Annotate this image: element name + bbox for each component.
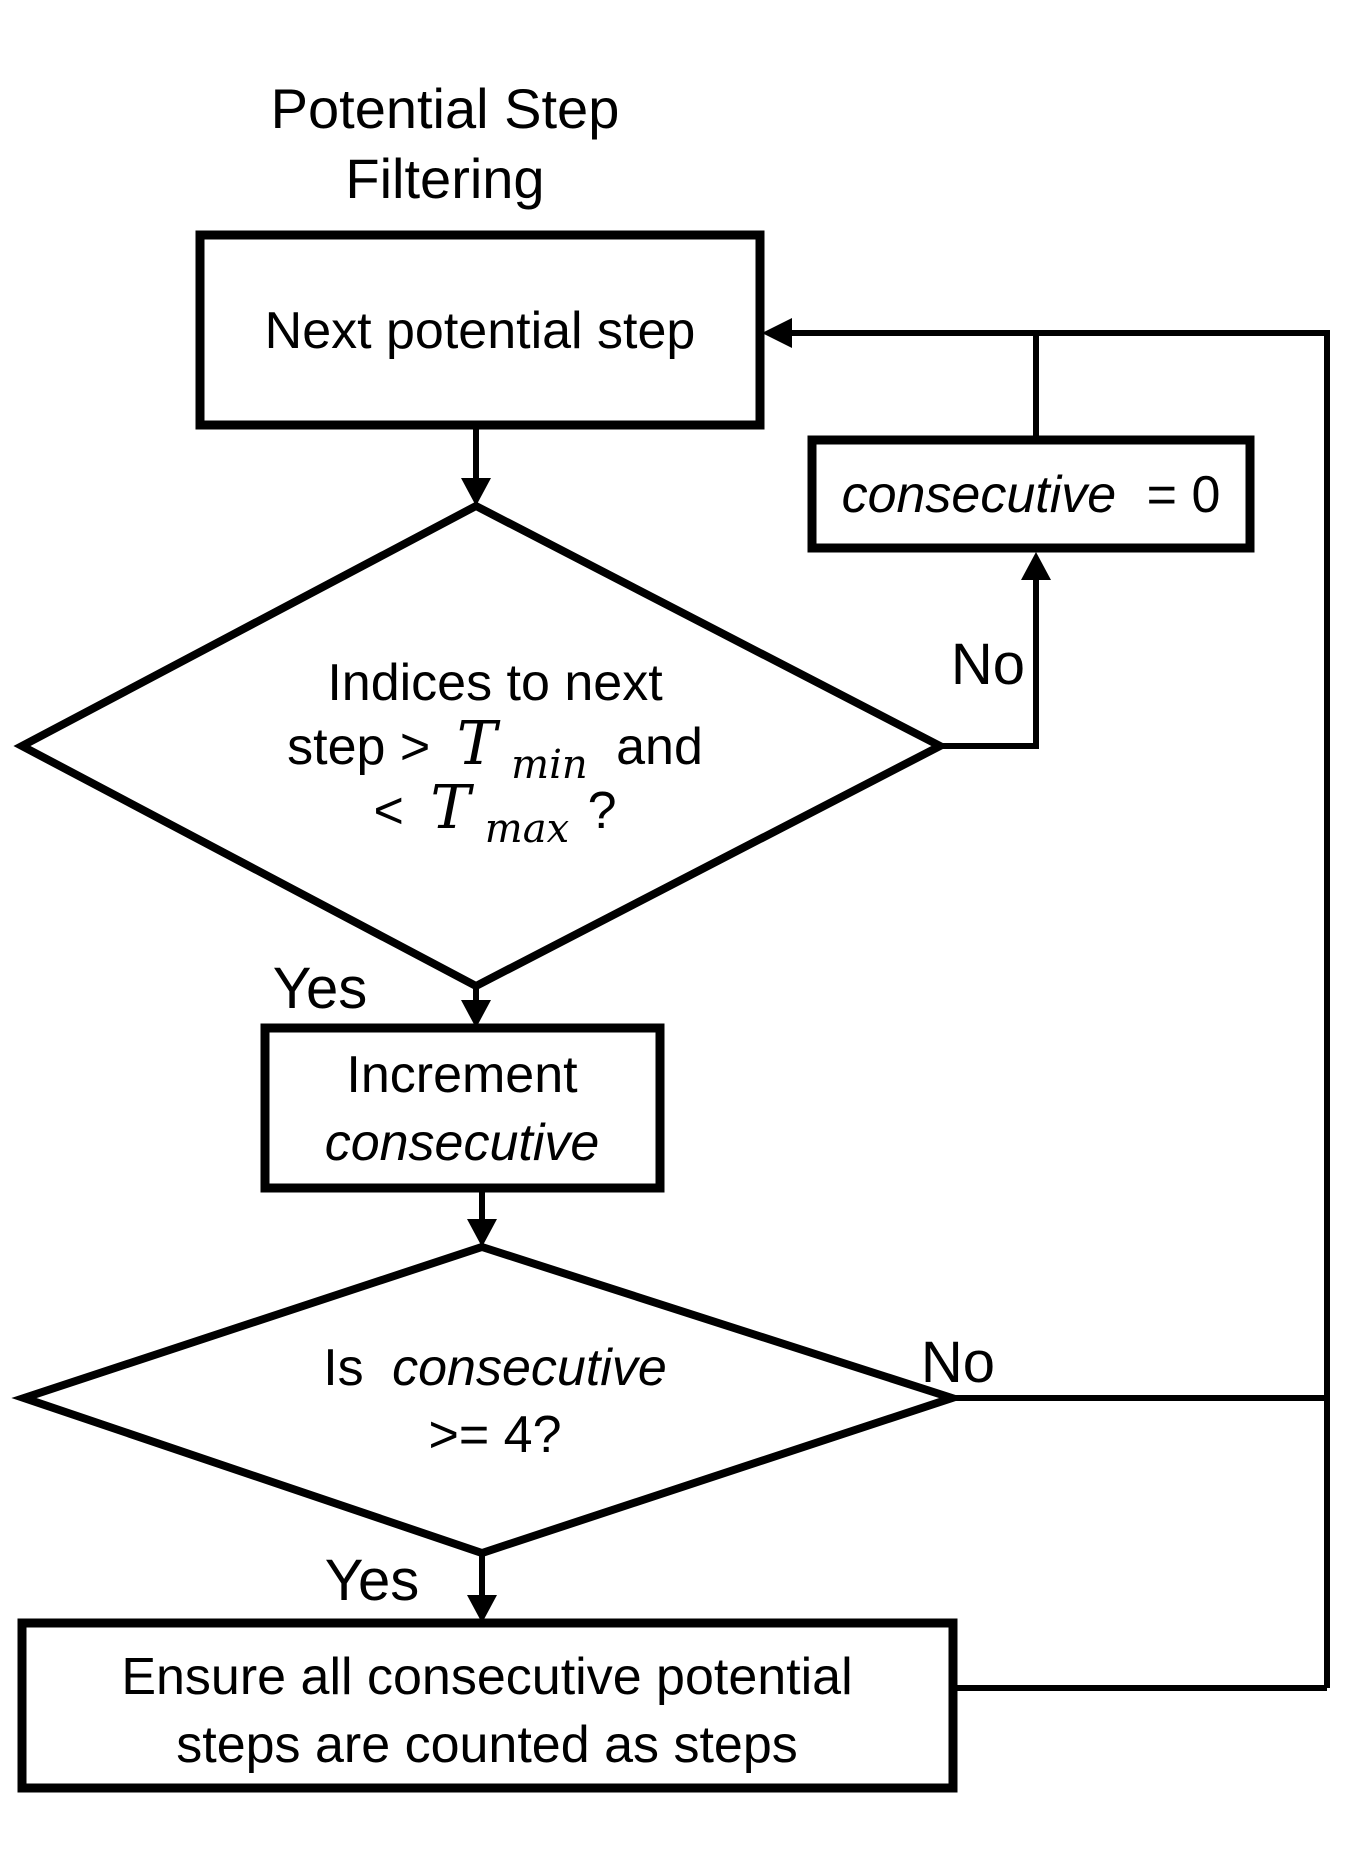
- consecutive-zero-label: consecutive = 0: [842, 466, 1221, 524]
- threshold-diamond-line3: < T max ?: [373, 773, 616, 854]
- threshold-no-line: [940, 578, 1039, 749]
- flowchart-title-line2: Filtering: [345, 147, 544, 210]
- ensure-box: [17, 1618, 958, 1793]
- ensure-label-line1: Ensure all consecutive potential: [121, 1648, 852, 1706]
- next-step-to-threshold-arrowhead: [461, 478, 491, 506]
- count-to-ensure-arrowhead: [467, 1595, 497, 1623]
- next-step-box: [195, 230, 765, 430]
- count-yes-label: Yes: [325, 1548, 420, 1613]
- threshold-no-arrowhead: [1021, 552, 1051, 580]
- threshold-no-label: No: [951, 632, 1025, 697]
- increment-label-line1: Increment: [346, 1046, 578, 1104]
- consecutive-zero-box: [807, 435, 1255, 553]
- increment-to-count-arrowhead: [467, 1219, 497, 1247]
- ensure-label-line2: steps are counted as steps: [176, 1716, 798, 1774]
- threshold-diamond-line1: Indices to next: [327, 654, 663, 712]
- threshold-yes-label: Yes: [273, 956, 368, 1021]
- threshold-line3-suffix: ?: [588, 782, 617, 840]
- tmin-symbol: T: [457, 709, 501, 779]
- count-no-label: No: [921, 1330, 995, 1395]
- increment-label-line2: consecutive: [325, 1114, 600, 1172]
- threshold-line2-suffix: and: [616, 718, 703, 776]
- loop-into-next-step-arrowhead: [762, 318, 792, 348]
- count-diamond: [11, 1242, 965, 1558]
- count-diamond-line1: Is consecutive: [323, 1339, 667, 1397]
- threshold-line2-prefix: step >: [287, 718, 430, 776]
- consecutive-zero-value: = 0: [1147, 466, 1221, 524]
- flowchart-title-line1: Potential Step: [271, 77, 620, 140]
- tmax-subscript: max: [485, 806, 569, 852]
- increment-box: [260, 1023, 665, 1193]
- tmin-subscript: min: [511, 742, 587, 788]
- threshold-to-increment-arrowhead: [461, 1000, 491, 1028]
- consecutive-zero-var: consecutive: [842, 466, 1117, 524]
- count-line1-var: consecutive: [392, 1339, 667, 1397]
- next-step-label: Next potential step: [265, 302, 696, 360]
- threshold-diamond-line2: step > T min and: [287, 709, 703, 790]
- count-line1-prefix: Is: [323, 1339, 363, 1397]
- threshold-line3-prefix: <: [373, 782, 403, 840]
- count-diamond-line2: >= 4?: [428, 1406, 561, 1464]
- tmax-symbol: T: [430, 773, 474, 843]
